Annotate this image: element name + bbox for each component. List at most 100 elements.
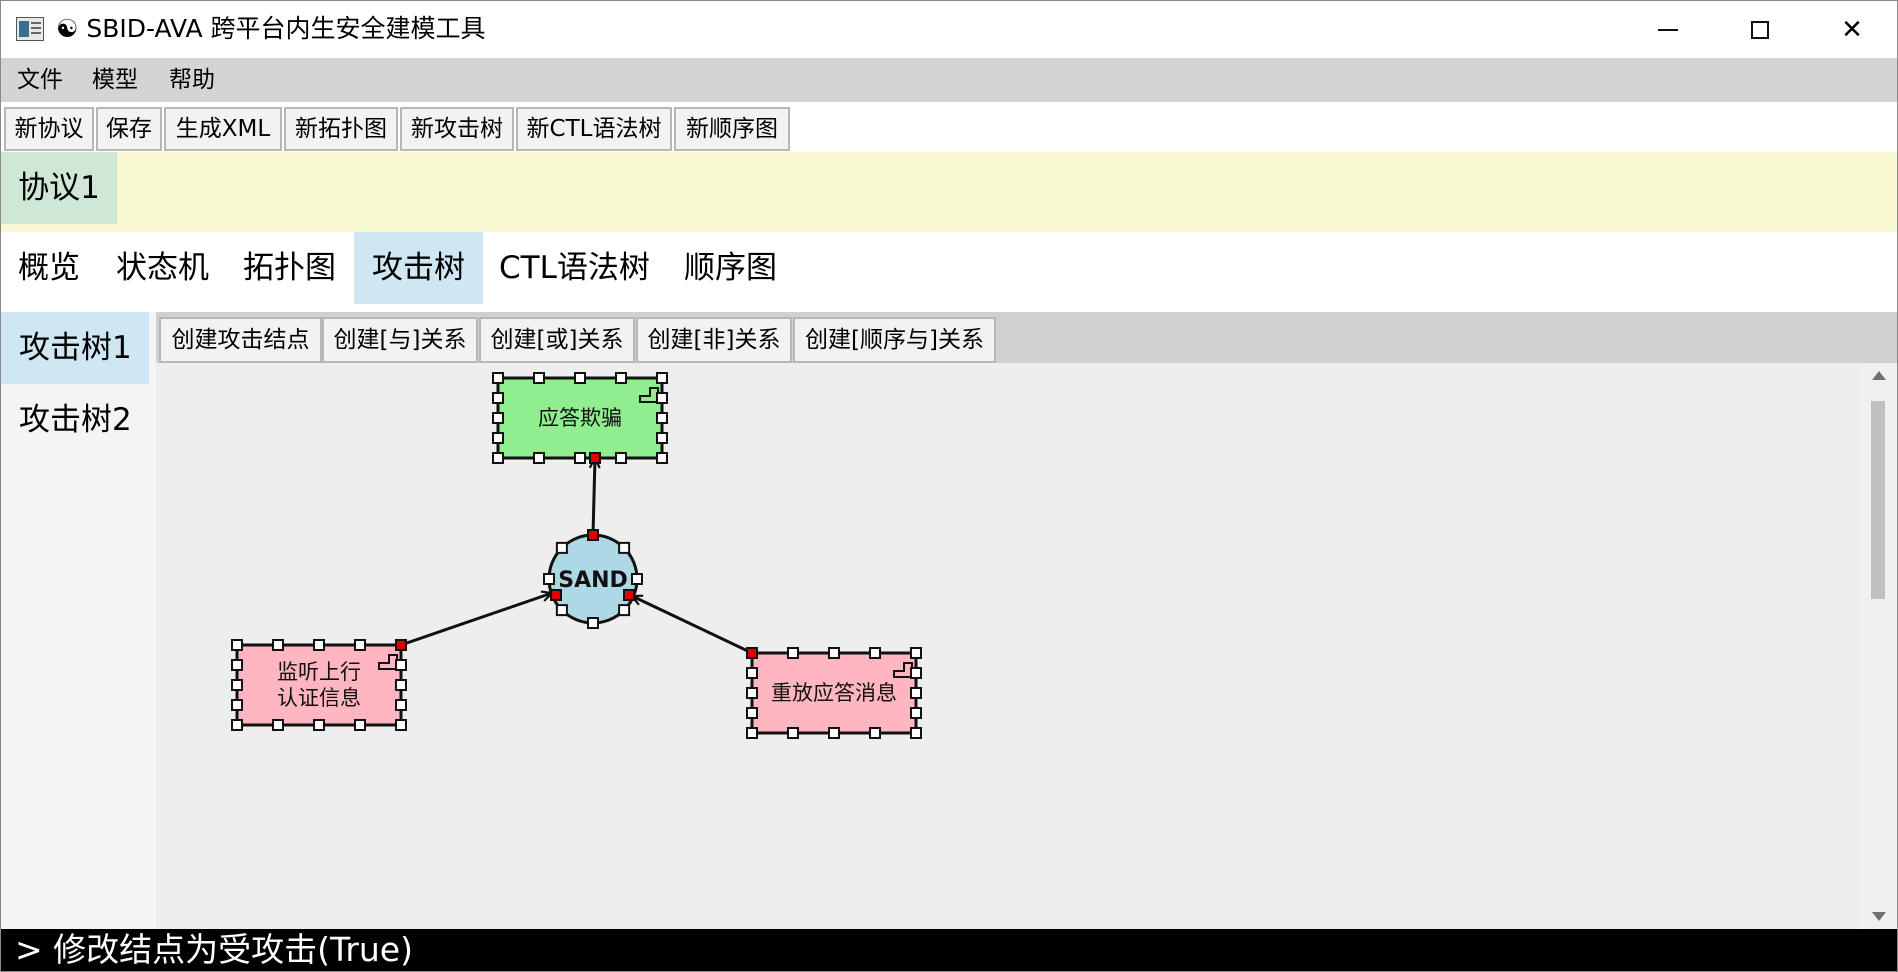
new-topology-button[interactable]: 新拓扑图 <box>284 107 398 151</box>
resize-handle[interactable] <box>618 541 631 554</box>
resize-handle[interactable] <box>746 667 758 679</box>
resize-handle[interactable] <box>787 647 799 659</box>
resize-handle[interactable] <box>492 412 504 424</box>
generate-xml-button[interactable]: 生成XML <box>164 107 282 151</box>
title-bar: ☯ SBID-AVA 跨平台内生安全建模工具 ✕ <box>1 1 1897 58</box>
resize-handle[interactable] <box>656 452 668 464</box>
resize-handle[interactable] <box>746 727 758 739</box>
resize-handle[interactable] <box>395 679 407 691</box>
anchor-point[interactable] <box>587 529 599 541</box>
save-button[interactable]: 保存 <box>96 107 162 151</box>
node-right[interactable]: 重放应答消息 <box>746 647 922 739</box>
resize-handle[interactable] <box>543 573 555 585</box>
resize-handle[interactable] <box>555 541 568 554</box>
resize-handle[interactable] <box>618 604 631 617</box>
resize-handle[interactable] <box>533 452 545 464</box>
resize-handle[interactable] <box>828 647 840 659</box>
resize-handle[interactable] <box>395 699 407 711</box>
create-not-relation-button[interactable]: 创建[非]关系 <box>636 317 792 363</box>
resize-handle[interactable] <box>656 392 668 404</box>
resize-handle[interactable] <box>395 719 407 731</box>
resize-handle[interactable] <box>533 372 545 384</box>
anchor-point[interactable] <box>746 647 758 659</box>
new-protocol-button[interactable]: 新协议 <box>4 107 94 151</box>
edge-sand-to-root[interactable] <box>593 458 595 536</box>
scroll-thumb[interactable] <box>1871 401 1885 599</box>
attack-tree-item-1[interactable]: 攻击树1 <box>1 312 149 384</box>
resize-handle[interactable] <box>492 452 504 464</box>
resize-handle[interactable] <box>615 372 627 384</box>
node-root[interactable]: 应答欺骗 <box>492 372 668 464</box>
tab-state-machine[interactable]: 状态机 <box>116 250 209 286</box>
scroll-down-icon[interactable] <box>1872 912 1886 921</box>
node-sand[interactable]: SAND <box>543 529 643 629</box>
anchor-point[interactable] <box>395 639 407 651</box>
resize-handle[interactable] <box>231 639 243 651</box>
create-and-relation-button[interactable]: 创建[与]关系 <box>322 317 478 363</box>
edge-left-to-sand[interactable] <box>400 593 552 647</box>
edge-right-to-sand[interactable] <box>632 594 753 655</box>
tab-sequence[interactable]: 顺序图 <box>684 250 777 286</box>
tab-attack-tree[interactable]: 攻击树 <box>354 232 483 304</box>
resize-handle[interactable] <box>231 699 243 711</box>
resize-handle[interactable] <box>354 639 366 651</box>
close-icon: ✕ <box>1841 14 1863 45</box>
resize-handle[interactable] <box>354 719 366 731</box>
resize-handle[interactable] <box>910 647 922 659</box>
resize-handle[interactable] <box>828 727 840 739</box>
anchor-point[interactable] <box>623 589 635 601</box>
diagram-canvas[interactable]: 应答欺骗 SAND 监听上行认证信息 重放应答消息 <box>156 363 1860 929</box>
create-sand-relation-button[interactable]: 创建[顺序与]关系 <box>793 317 996 363</box>
resize-handle[interactable] <box>492 372 504 384</box>
resize-handle[interactable] <box>231 719 243 731</box>
resize-handle[interactable] <box>492 392 504 404</box>
resize-handle[interactable] <box>631 573 643 585</box>
resize-handle[interactable] <box>869 727 881 739</box>
resize-handle[interactable] <box>313 719 325 731</box>
resize-handle[interactable] <box>272 719 284 731</box>
create-attack-node-button[interactable]: 创建攻击结点 <box>159 317 322 363</box>
menu-model[interactable]: 模型 <box>92 67 138 93</box>
resize-handle[interactable] <box>656 372 668 384</box>
resize-handle[interactable] <box>272 639 284 651</box>
resize-handle[interactable] <box>574 452 586 464</box>
anchor-point[interactable] <box>550 589 562 601</box>
resize-handle[interactable] <box>231 659 243 671</box>
new-ctl-tree-button[interactable]: 新CTL语法树 <box>516 107 672 151</box>
resize-handle[interactable] <box>869 647 881 659</box>
resize-handle[interactable] <box>910 667 922 679</box>
resize-handle[interactable] <box>746 687 758 699</box>
scroll-up-icon[interactable] <box>1872 371 1886 380</box>
tab-topology[interactable]: 拓扑图 <box>243 250 336 286</box>
close-button[interactable]: ✕ <box>1806 1 1897 58</box>
resize-handle[interactable] <box>787 727 799 739</box>
menu-help[interactable]: 帮助 <box>169 67 215 93</box>
resize-handle[interactable] <box>615 452 627 464</box>
resize-handle[interactable] <box>492 432 504 444</box>
resize-handle[interactable] <box>656 412 668 424</box>
protocol-tab[interactable]: 协议1 <box>1 152 117 224</box>
resize-handle[interactable] <box>395 659 407 671</box>
resize-handle[interactable] <box>656 432 668 444</box>
new-sequence-button[interactable]: 新顺序图 <box>674 107 790 151</box>
resize-handle[interactable] <box>574 372 586 384</box>
maximize-button[interactable] <box>1714 1 1806 58</box>
menu-file[interactable]: 文件 <box>17 67 63 93</box>
resize-handle[interactable] <box>910 707 922 719</box>
anchor-point[interactable] <box>589 452 601 464</box>
resize-handle[interactable] <box>910 727 922 739</box>
resize-handle[interactable] <box>910 687 922 699</box>
attack-tree-item-2[interactable]: 攻击树2 <box>19 402 132 438</box>
minimize-button[interactable] <box>1622 1 1714 58</box>
tab-overview[interactable]: 概览 <box>18 250 80 286</box>
resize-handle[interactable] <box>555 604 568 617</box>
resize-handle[interactable] <box>746 707 758 719</box>
resize-handle[interactable] <box>231 679 243 691</box>
tab-ctl-tree[interactable]: CTL语法树 <box>499 250 650 286</box>
create-or-relation-button[interactable]: 创建[或]关系 <box>479 317 635 363</box>
vertical-scrollbar[interactable] <box>1860 363 1897 929</box>
resize-handle[interactable] <box>587 617 599 629</box>
resize-handle[interactable] <box>313 639 325 651</box>
new-attack-tree-button[interactable]: 新攻击树 <box>400 107 514 151</box>
